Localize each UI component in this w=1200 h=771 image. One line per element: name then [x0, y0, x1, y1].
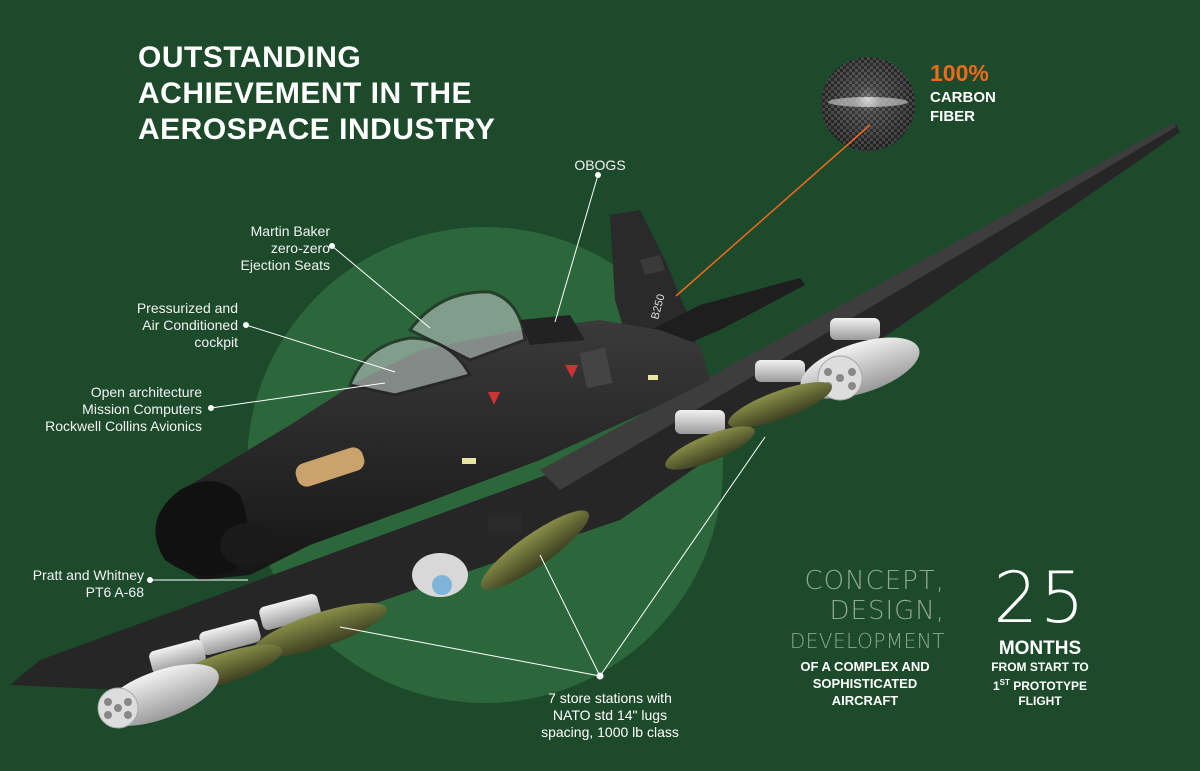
callout-engine: Pratt and Whitney PT6 A-68: [10, 567, 144, 601]
months-subtitle: FROM START TO 1ST PROTOTYPE FLIGHT: [975, 660, 1105, 709]
concept-sub-1: OF A COMPLEX AND: [800, 659, 930, 674]
carbon-fiber-line-1: CARBON: [930, 89, 996, 106]
concept-sub-3: AIRCRAFT: [831, 693, 899, 708]
callout-engine-line-1: Pratt and Whitney: [32, 567, 144, 583]
months-sub-1: FROM START TO: [991, 660, 1089, 674]
callout-stores-line-2: NATO std 14" lugs: [552, 707, 668, 723]
callout-stores-line-3: spacing, 1000 lb class: [541, 724, 679, 740]
right-wing-stores: [665, 318, 920, 470]
carbon-fiber-percent: 100%: [930, 60, 989, 86]
callout-avionics-line-1: Open architecture: [90, 384, 202, 400]
callout-cockpit: Pressurized and Air Conditioned cockpit: [90, 300, 238, 351]
months-sub-2-num: 1: [992, 679, 1000, 693]
months-sub-2-rest: PROTOTYPE: [1009, 679, 1088, 693]
concept-subtitle: OF A COMPLEX AND SOPHISTICATED AIRCRAFT: [785, 658, 945, 709]
title-line-1: OUTSTANDING: [138, 41, 362, 74]
callout-stores-line-1: 7 store stations with: [548, 690, 672, 706]
months-sub-3: FLIGHT: [1018, 694, 1062, 708]
concept-line-2: DESIGN,: [829, 596, 945, 626]
callout-lines: [147, 172, 766, 680]
callout-store-stations: 7 store stations with NATO std 14" lugs …: [505, 690, 715, 741]
months-sub-2: 1ST PROTOTYPE: [975, 675, 1105, 694]
callout-engine-line-2: PT6 A-68: [85, 584, 144, 600]
title-line-3: AEROSPACE INDUSTRY: [138, 113, 496, 146]
center-stores: [412, 510, 590, 597]
callout-avionics-line-3: Rockwell Collins Avionics: [45, 418, 202, 434]
carbon-fiber-line-2: FIBER: [930, 108, 975, 125]
months-label: MONTHS: [998, 638, 1082, 659]
callout-cockpit-line-2: Air Conditioned: [142, 317, 238, 333]
callout-ejection-line-3: Ejection Seats: [240, 257, 331, 273]
concept-sub-2: SOPHISTICATED: [812, 676, 918, 691]
carbon-fiber-label: CARBON FIBER: [930, 88, 996, 126]
callout-cockpit-line-1: Pressurized and: [136, 300, 238, 316]
callout-ejection-seats: Martin Baker zero-zero Ejection Seats: [180, 223, 331, 274]
callout-ejection-line-1: Martin Baker: [250, 223, 330, 239]
months-number: 25: [993, 557, 1087, 639]
months-sub-2-sup: ST: [999, 678, 1010, 687]
concept-line-3: DEVELOPMENT: [789, 629, 945, 653]
front-canopy: [347, 336, 473, 397]
page-title: OUTSTANDING ACHIEVEMENT IN THE AEROSPACE…: [138, 40, 558, 148]
callout-ejection-line-2: zero-zero: [270, 240, 330, 256]
left-wing-stores: [97, 593, 387, 729]
callout-obogs: OBOGS: [574, 157, 626, 173]
callout-cockpit-line-3: cockpit: [194, 334, 238, 350]
callout-avionics-line-2: Mission Computers: [82, 401, 202, 417]
aircraft-wing: [10, 122, 1180, 690]
aircraft-fuselage: [160, 320, 711, 580]
concept-heading: CONCEPT, DESIGN, DEVELOPMENT: [740, 566, 945, 656]
concept-line-1: CONCEPT,: [804, 566, 945, 596]
title-line-2: ACHIEVEMENT IN THE: [138, 77, 473, 110]
callout-avionics: Open architecture Mission Computers Rock…: [10, 384, 202, 435]
